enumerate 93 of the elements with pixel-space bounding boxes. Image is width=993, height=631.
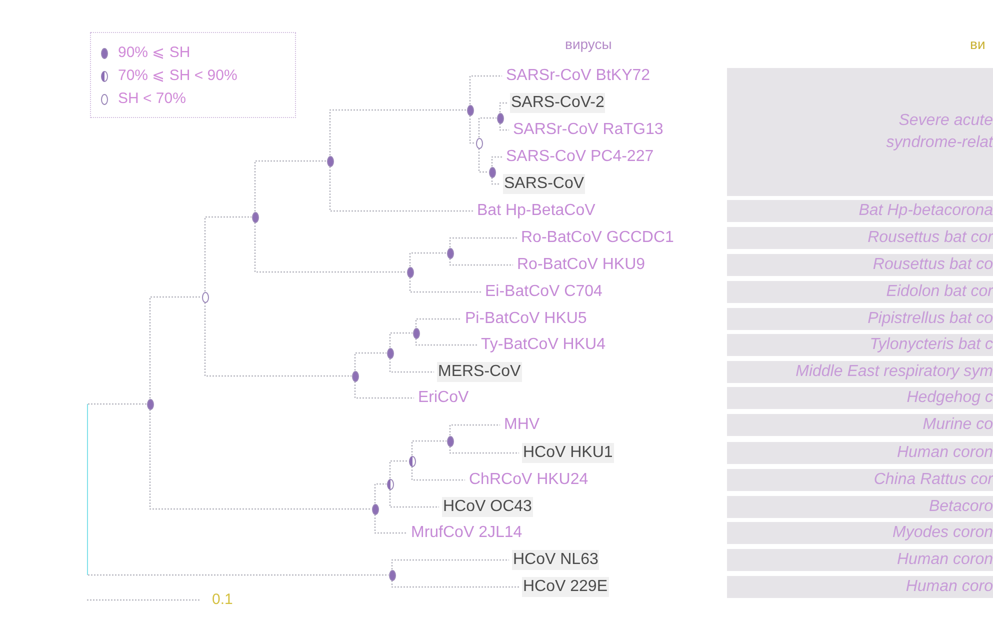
column-header: ви: [970, 35, 986, 54]
tree-branch: [390, 489, 440, 508]
tree-branch: [390, 332, 413, 348]
tree-branch: [204, 302, 352, 376]
support-marker: [146, 398, 154, 410]
virus-name: Ty-BatCoV HKU4: [480, 335, 606, 355]
species-name: Middle East respiratory sym: [796, 362, 993, 382]
virus-name: SARS-CoV-2: [510, 93, 606, 113]
support-marker: [386, 478, 394, 490]
support-marker: [408, 456, 416, 466]
tree-branch: [470, 76, 502, 105]
scale-label: 0.1: [212, 590, 233, 610]
support-marker: [352, 370, 358, 382]
tree-branch: [450, 446, 520, 454]
virus-name: HCoV 229E: [522, 577, 608, 597]
support-marker: [466, 104, 474, 116]
tree-branch: [450, 424, 500, 436]
tree-branch: [392, 560, 510, 570]
virus-name: SARSr-CoV BtKY72: [505, 66, 652, 86]
support-marker: [476, 138, 482, 148]
support-marker: [326, 156, 334, 166]
species-name: Pipistrellus bat co: [868, 309, 993, 329]
tree-branch: [88, 574, 389, 576]
tree-branch: [150, 296, 202, 399]
species-name: Murine co: [922, 415, 993, 435]
virus-name: HCoV OC43: [442, 497, 533, 517]
species-name: Human coron: [896, 443, 993, 463]
tree-branch: [392, 580, 520, 588]
tree-branch: [374, 514, 408, 534]
virus-name: ChRCoV HKU24: [468, 470, 590, 490]
virus-name: SARS-CoV PC4-227: [505, 147, 655, 167]
support-marker: [446, 436, 454, 446]
species-name: Human coron: [896, 550, 993, 570]
virus-name: Ro-BatCoV GCCDC1: [520, 228, 675, 248]
tree-branch: [412, 440, 447, 456]
virus-name: Pi-BatCoV HKU5: [464, 309, 588, 329]
tree-branch: [374, 484, 387, 504]
tree-branch: [390, 460, 409, 479]
tree-branch: [410, 277, 482, 292]
tree-branch: [330, 110, 467, 156]
support-marker: [386, 348, 394, 358]
tree-branch: [254, 222, 407, 272]
tree-branch: [416, 338, 478, 346]
tree-branch: [354, 352, 387, 371]
tree-branch: [410, 252, 447, 267]
virus-name: Bat Hp-BetaCoV: [476, 201, 596, 221]
support-marker: [372, 504, 378, 514]
column-header: вирусы: [565, 35, 612, 54]
tree-branch: [416, 318, 462, 328]
tree-branch: [390, 358, 434, 372]
virus-name: MERS-CoV: [437, 362, 522, 382]
support-marker: [496, 112, 504, 124]
support-marker: [412, 328, 420, 338]
species-name: Bat Hp-betacorona: [858, 201, 993, 221]
tree-branch: [492, 177, 500, 184]
virus-name: EriCoV: [417, 388, 470, 408]
support-marker: [446, 248, 454, 258]
virus-name: Ei-BatCoV C704: [484, 282, 604, 302]
species-name: Tylonycteris bat c: [870, 335, 993, 355]
virus-name: HCoV HKU1: [522, 443, 614, 463]
tree-branch: [204, 216, 252, 292]
support-marker: [406, 266, 414, 278]
tree-branch: [354, 381, 414, 398]
tree-branch: [450, 238, 518, 248]
legend-text: SH < 70%: [118, 89, 186, 109]
tree-branch: [478, 148, 489, 172]
support-marker: [202, 292, 208, 302]
legend-text: 90% ⩽ SH: [118, 43, 190, 63]
virus-name: SARSr-CoV RaTG13: [512, 120, 664, 140]
legend-text: 70% ⩽ SH < 90%: [118, 66, 238, 86]
tree-branch: [150, 409, 372, 510]
virus-name: Ro-BatCoV HKU9: [516, 255, 646, 275]
support-marker: [388, 570, 396, 580]
species-name: Human coro: [906, 577, 993, 597]
tree-branch: [500, 123, 510, 130]
virus-name: MHV: [503, 415, 541, 435]
tree-branch: [492, 156, 502, 167]
species-name: Betacoro: [928, 497, 993, 517]
tree-branch: [254, 160, 327, 212]
tree-branch: [478, 118, 497, 138]
virus-name: SARS-CoV: [503, 174, 586, 194]
tree-branch: [470, 115, 476, 144]
species-name: Myodes coron: [892, 523, 993, 543]
virus-name: MrufCoV 2JL14: [410, 523, 524, 543]
support-marker: [252, 212, 258, 222]
tree-branch: [330, 166, 474, 212]
support-marker: [488, 166, 496, 178]
species-name: Rousettus bat co: [872, 255, 993, 275]
tree-branch: [450, 258, 514, 266]
tree-branch: [412, 466, 466, 480]
tree-branch: [500, 102, 508, 113]
virus-name: HCoV NL63: [512, 550, 600, 570]
species-name: Hedgehog c: [906, 388, 993, 408]
